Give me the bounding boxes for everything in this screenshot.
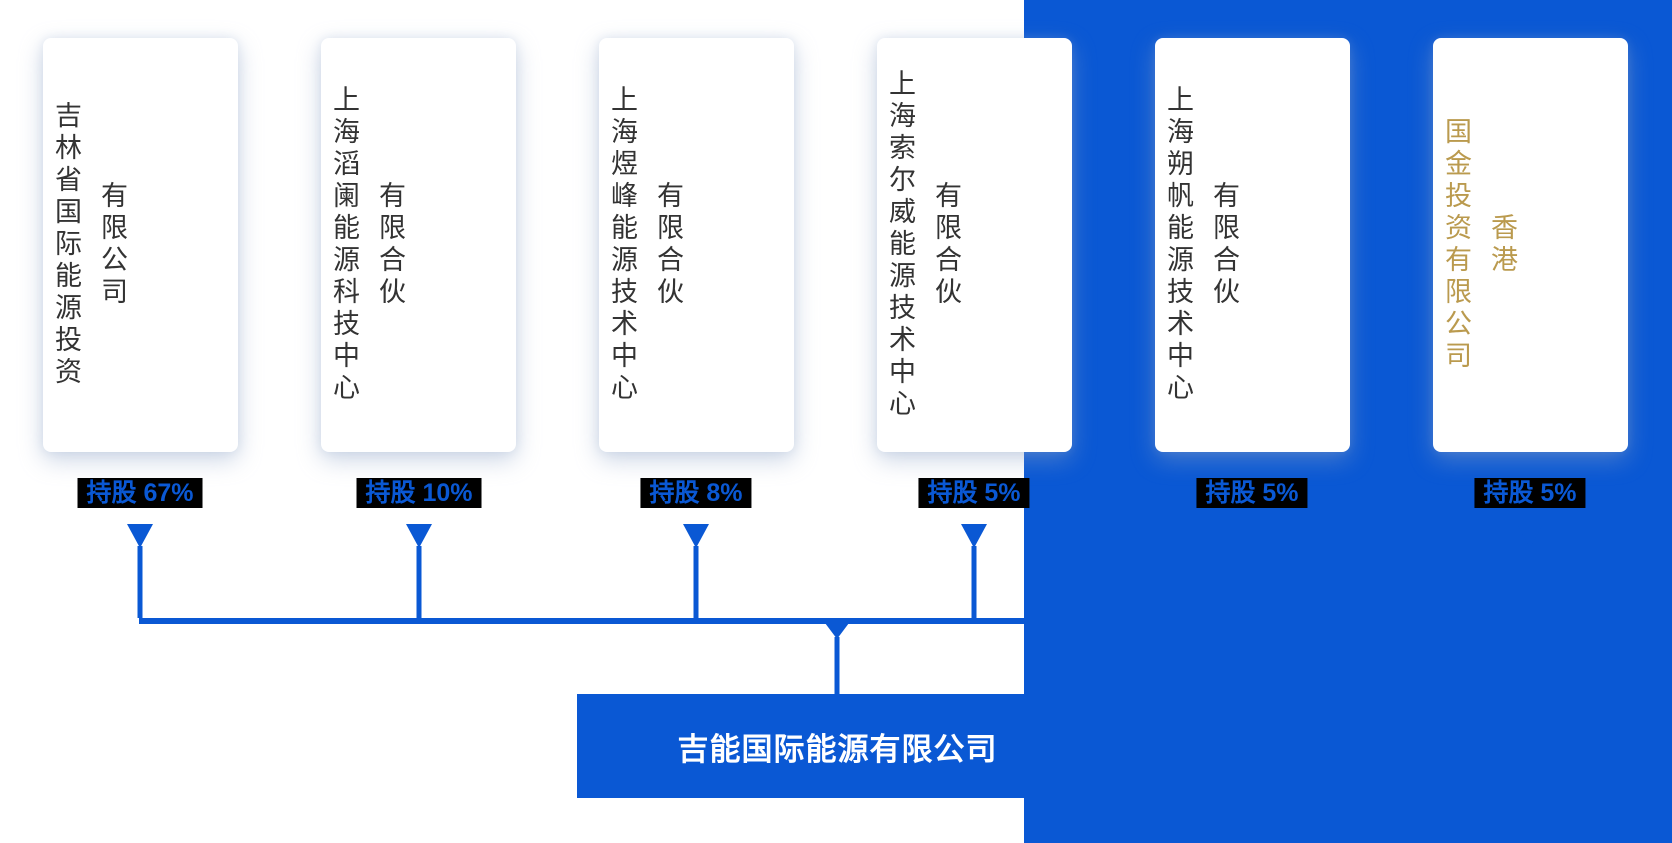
stake-badge-4: 持股 5% [918, 478, 1030, 508]
stake-badge-1: 持股 67% [77, 478, 203, 508]
connector-line-1 [137, 546, 143, 618]
shareholder-suffix: 有限公司 [97, 181, 127, 309]
connector-line-6 [1527, 546, 1533, 618]
shareholder-suffix: 有限合伙 [931, 181, 961, 309]
shareholder-name: 上海煜峰能源技术中心 [607, 85, 637, 405]
shareholder-card-2: 上海滔阑能源科技中心 有限合伙 [321, 38, 516, 452]
shareholder-name: 吉林省国际能源投资 [51, 101, 81, 389]
ownership-arrow-icon [825, 623, 849, 639]
company-name: 吉能国际能源有限公司 [677, 731, 998, 767]
arrow-down-icon-2 [406, 524, 432, 548]
shareholder-suffix: 有限合伙 [375, 181, 405, 309]
card-text-wrap: 吉林省国际能源投资 有限公司 [43, 38, 238, 452]
company-box: 吉能国际能源有限公司 [577, 694, 1024, 798]
card-text-wrap: 上海朔帆能源技术中心 有限合伙 [1155, 38, 1350, 452]
arrow-down-icon-4 [961, 524, 987, 548]
arrow-down-icon-1 [127, 524, 153, 548]
stake-badge-3: 持股 8% [640, 478, 752, 508]
card-vertical-text: 上海索尔威能源技术中心 有限合伙 [877, 38, 1072, 452]
card-vertical-text: 上海朔帆能源技术中心 有限合伙 [1155, 38, 1350, 452]
shareholder-name: 上海朔帆能源技术中心 [1163, 85, 1193, 405]
shareholder-name: 国金投资有限公司 [1441, 117, 1471, 373]
card-vertical-text: 吉林省国际能源投资 有限公司 [43, 38, 238, 452]
shareholder-card-1: 吉林省国际能源投资 有限公司 [43, 38, 238, 452]
company-connector-line [834, 637, 840, 694]
card-vertical-text: 上海滔阑能源科技中心 有限合伙 [321, 38, 516, 452]
stake-badge-5: 持股 5% [1196, 478, 1308, 508]
arrow-down-icon-6 [1517, 524, 1543, 548]
connector-line-4 [971, 546, 977, 618]
card-vertical-text: 上海煜峰能源技术中心 有限合伙 [599, 38, 794, 452]
arrow-down-icon-5 [1239, 524, 1265, 548]
shareholder-card-5: 上海朔帆能源技术中心 有限合伙 [1155, 38, 1350, 452]
shareholder-card-4: 上海索尔威能源技术中心 有限合伙 [877, 38, 1072, 452]
card-text-wrap: 国金投资有限公司 香港 [1433, 38, 1628, 452]
shareholder-card-3: 上海煜峰能源技术中心 有限合伙 [599, 38, 794, 452]
connector-line-3 [693, 546, 699, 618]
stake-badge-2: 持股 10% [356, 478, 482, 508]
shareholder-name: 上海索尔威能源技术中心 [885, 69, 915, 421]
connector-line-5 [1249, 546, 1255, 618]
arrow-down-icon-3 [683, 524, 709, 548]
card-vertical-text: 国金投资有限公司 香港 [1433, 38, 1628, 452]
stake-badge-6: 持股 5% [1474, 478, 1586, 508]
shareholder-card-6: 国金投资有限公司 香港 [1433, 38, 1628, 452]
card-text-wrap: 上海索尔威能源技术中心 有限合伙 [877, 38, 1072, 452]
card-text-wrap: 上海滔阑能源科技中心 有限合伙 [321, 38, 516, 452]
shareholder-suffix: 有限合伙 [653, 181, 683, 309]
bus-line [139, 618, 1532, 624]
shareholder-suffix: 香港 [1487, 213, 1517, 277]
connector-line-2 [416, 546, 422, 618]
card-text-wrap: 上海煜峰能源技术中心 有限合伙 [599, 38, 794, 452]
shareholder-suffix: 有限合伙 [1209, 181, 1239, 309]
shareholder-name: 上海滔阑能源科技中心 [329, 85, 359, 405]
